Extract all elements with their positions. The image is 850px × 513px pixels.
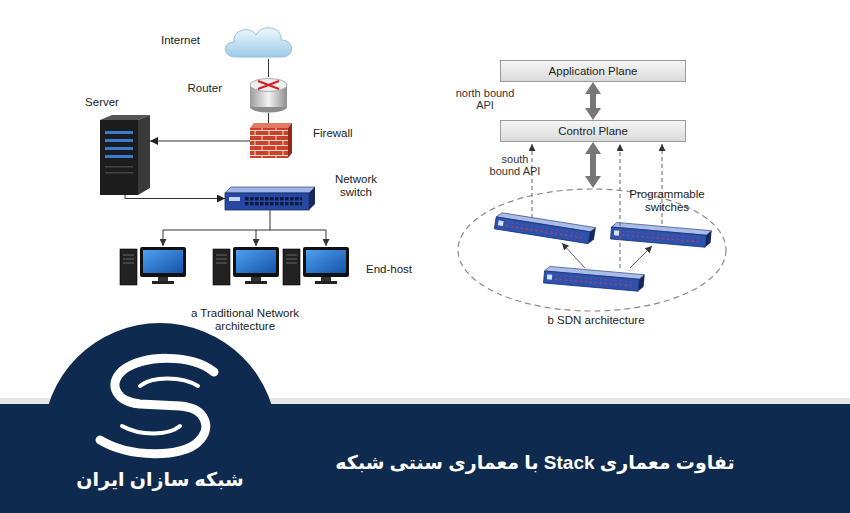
sdn-switch-icon [494,212,595,244]
router-icon [250,79,287,113]
sdn-switch-icon [611,222,712,248]
firewall-icon [250,128,288,158]
node-label: Internet [130,34,200,47]
logo-mark [100,358,214,453]
firewall-icon [250,123,292,128]
connector [268,113,269,123]
host-wires [256,230,257,246]
connector [268,59,269,77]
host-wires [163,230,164,246]
logo-wordmark: شبکه سازان ایران [55,468,265,492]
connector [150,141,250,142]
figure-caption: b SDN architecture [516,314,676,327]
server-icon [138,115,150,195]
server-node: Server [100,115,150,195]
node-label: Network switch [326,173,386,199]
server-icon [105,139,133,142]
cloud-node: Internet [225,26,291,59]
node-label: Programmable switches [625,188,709,214]
node-label: Router [152,82,222,95]
switch-domain-ellipse: Programmable switches [457,188,727,312]
connector [590,152,596,178]
pc-icon [120,247,186,285]
server-icon [105,172,133,174]
api-label: north bound API [449,87,521,111]
pc-icon [283,247,349,285]
control-links [620,144,621,268]
router-node: Router [250,77,287,113]
figure-caption: a Traditional Network architecture [165,307,325,333]
server-icon [100,115,150,195]
logo-circle [43,323,277,513]
firewall-node: Firewall [250,123,292,159]
connector [590,92,596,110]
ellipse-outline [458,189,726,311]
control-links [562,243,585,268]
host-wires [163,210,326,230]
logo-mark [140,379,198,387]
logo-mark [100,358,214,453]
firewall-icon [288,123,292,158]
control-links [630,246,652,268]
api-label: south bound API [488,153,543,177]
control-links [532,144,662,268]
logo-mark [122,426,180,434]
switch-icon [225,187,315,210]
connector [125,195,225,199]
node-label: Control Plane [558,125,628,138]
switch-node: Network switch [225,186,315,211]
host-label: End-host [366,263,436,276]
pc-icon [213,247,279,285]
server-icon [105,147,133,150]
plane-box: Application Plane [500,60,686,82]
node-label: Application Plane [549,65,638,78]
node-label: Server [67,96,137,109]
server-icon [105,155,133,158]
sdn-switch-icon [544,266,645,292]
banner-title: تفاوت معماری Stack با معماری سنتی شبکه [300,450,770,476]
control-links [532,144,533,218]
server-icon [100,120,138,195]
node-label: Firewall [313,127,383,140]
cloud-icon [225,28,291,57]
plane-box: Control Plane [500,120,686,142]
server-icon [105,131,133,134]
server-icon [105,166,133,168]
firewall-icon [250,123,292,158]
cloud-icon [225,28,291,57]
host-wires [163,210,326,246]
host-wires [326,230,327,246]
router-icon [258,81,279,89]
router-icon [250,79,287,92]
